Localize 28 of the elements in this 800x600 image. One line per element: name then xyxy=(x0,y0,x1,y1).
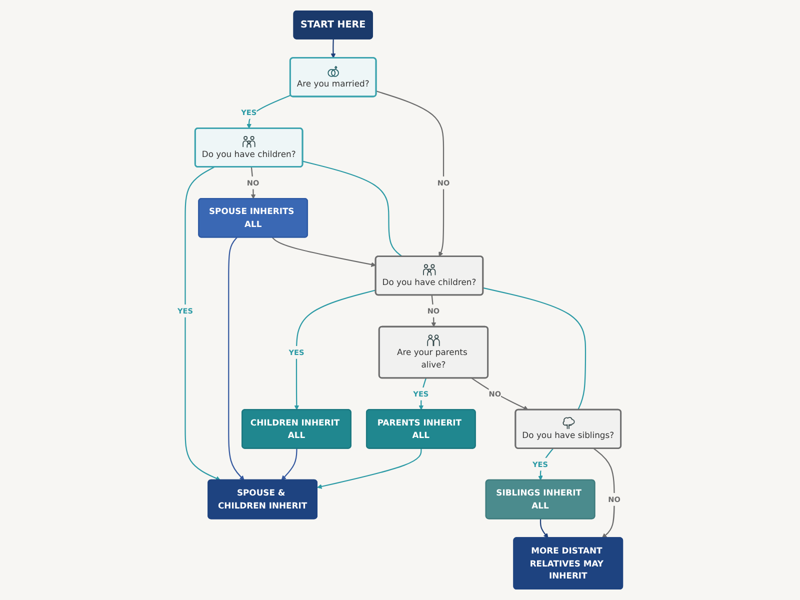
start-text: START HERE xyxy=(300,18,366,30)
arrow xyxy=(228,237,244,480)
question-text: Do you have children? xyxy=(382,276,476,287)
arrow xyxy=(294,290,376,410)
question-text: Do you have children? xyxy=(202,148,296,159)
outcome-text: SPOUSE INHERITS ALL xyxy=(208,206,296,230)
arrow xyxy=(540,518,548,538)
question-text: Do you have siblings? xyxy=(522,430,614,440)
arrow xyxy=(317,448,422,489)
arrow xyxy=(376,90,444,257)
outcome-text: SIBLINGS INHERIT ALL xyxy=(496,488,582,510)
connector-line xyxy=(302,160,403,258)
question-text: Are you married? xyxy=(296,78,370,88)
arrow xyxy=(184,166,221,481)
question-text: Are your parents alive? xyxy=(396,347,468,370)
outcome-text: MORE DISTANT RELATIVES MAY INHERIT xyxy=(530,546,605,581)
arrow xyxy=(431,295,436,328)
arrow xyxy=(593,448,615,538)
arrow xyxy=(250,167,256,200)
arrow xyxy=(272,237,376,267)
arrow xyxy=(330,39,336,58)
outcome-text: PARENTS INHERIT ALL xyxy=(377,417,463,440)
connector-line xyxy=(483,287,586,410)
outcome-text: SPOUSE & CHILDREN INHERIT xyxy=(218,488,308,510)
arrow xyxy=(246,94,291,129)
outcome-text: CHILDREN INHERIT ALL xyxy=(250,417,341,440)
arrow xyxy=(281,448,298,480)
arrow xyxy=(538,448,554,480)
